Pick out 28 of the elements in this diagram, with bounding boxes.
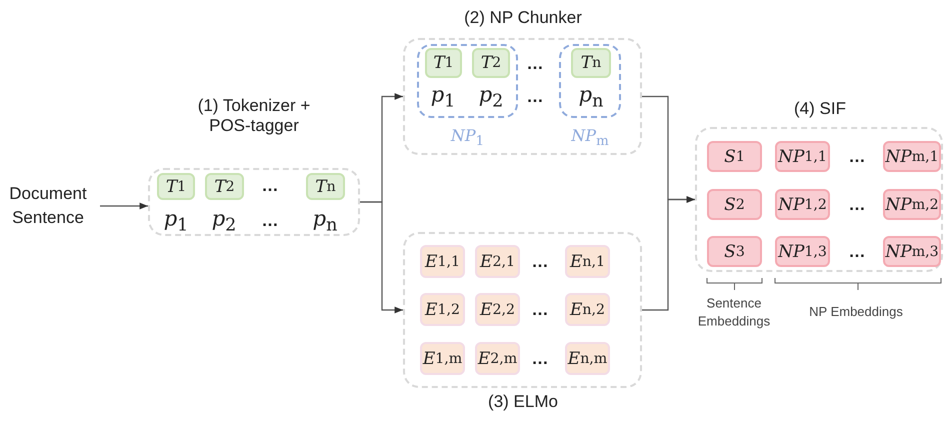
ellipsis: … <box>532 349 548 369</box>
tag-symbol: p$_{2}$ <box>478 82 504 112</box>
ellipsis: … <box>262 211 278 231</box>
ellipsis: … <box>532 252 548 272</box>
group-title: (1) Tokenizer + POS-tagger <box>196 96 312 136</box>
tag-symbol: p$_{1}$ <box>430 82 456 112</box>
input-text: Document Sentence <box>2 180 94 232</box>
group-title: (3) ELMo <box>487 392 559 412</box>
ellipsis: … <box>848 195 866 215</box>
ellipsis: … <box>526 87 544 107</box>
ellipsis: … <box>262 176 278 196</box>
arrow <box>360 201 403 314</box>
tag-symbol: p$_{n}$ <box>578 82 604 112</box>
tag-symbol: p$_{2}$ <box>212 206 236 236</box>
brace-caption: NP Embeddings <box>808 303 904 321</box>
noun-phrase-label: NP$_{m}$ <box>570 126 610 150</box>
tag-symbol: p$_{n}$ <box>312 206 338 236</box>
ellipsis: … <box>848 147 866 167</box>
arrow <box>100 202 148 210</box>
arrow <box>642 196 695 311</box>
ellipsis: … <box>532 300 548 320</box>
brace-caption: Sentence Embeddings <box>696 294 772 330</box>
ellipsis: … <box>848 242 866 262</box>
group-title: (4) SIF <box>793 99 847 119</box>
noun-phrase-label: NP$_{1}$ <box>450 126 486 150</box>
group-title: (2) NP Chunker <box>463 8 583 28</box>
ellipsis: … <box>526 54 544 74</box>
tag-symbol: p$_{1}$ <box>164 206 188 236</box>
